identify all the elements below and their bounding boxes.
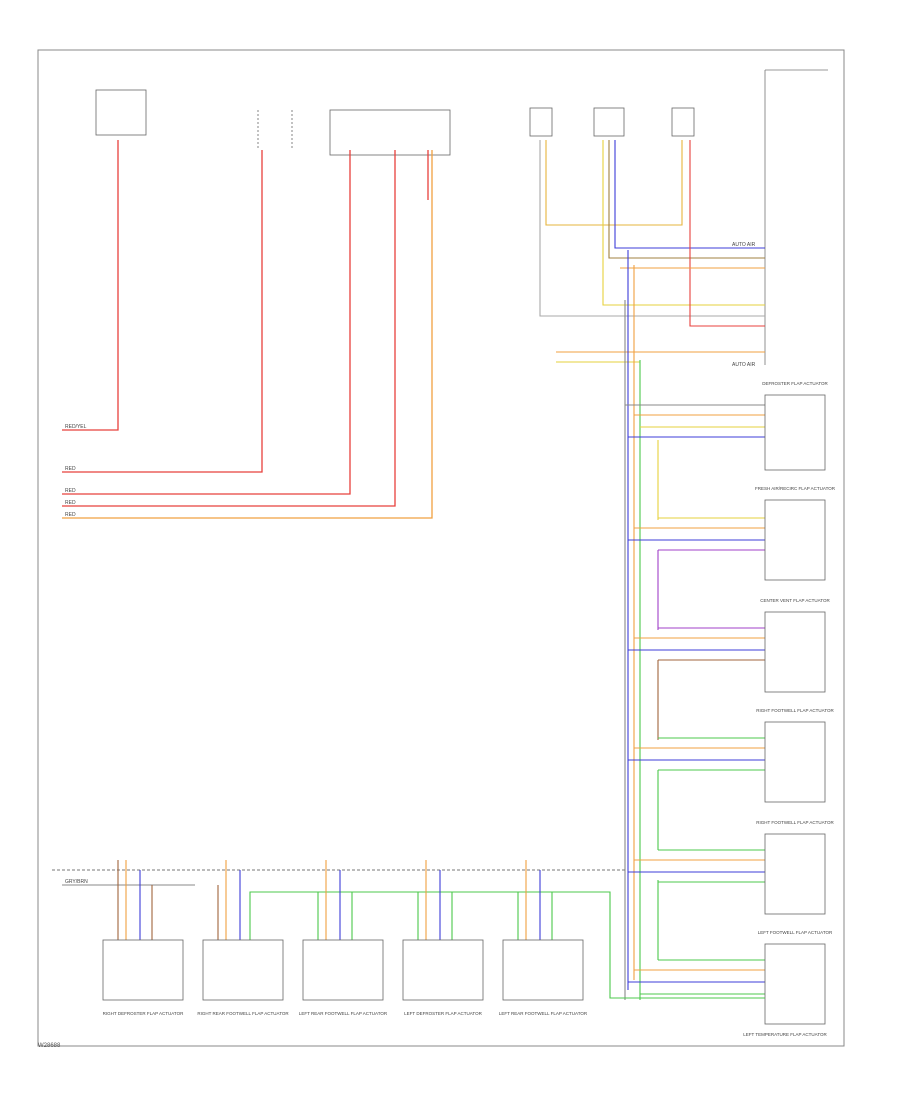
right-actuator-6	[764, 943, 826, 1025]
fuse-box-1	[95, 89, 147, 136]
right-bottom-caption: LEFT TEMPERATURE FLAP ACTUATOR	[743, 1032, 827, 1037]
bottom-actuator-1	[102, 939, 184, 1001]
b2-w4	[249, 891, 765, 999]
actuator-feed-wires	[625, 404, 765, 995]
right-actuator-boxes	[764, 394, 826, 1025]
left-wire-label-4: RED	[65, 500, 76, 506]
trunk-wires	[624, 250, 659, 1000]
page-code: W28688	[38, 1043, 61, 1049]
right-actuator-1	[764, 394, 826, 471]
wire-sensor-f	[689, 140, 765, 327]
right-actuator-5	[764, 833, 826, 915]
right-actuator-caption-4: RIGHT FOOTWELL FLAP ACTUATOR	[756, 708, 834, 713]
bottom-actuator-2	[202, 939, 284, 1001]
wire-red-1	[62, 150, 263, 473]
wire-sensor-a	[539, 140, 765, 317]
right-actuator-2	[764, 499, 826, 581]
right-actuator-caption-1: DEFROSTER FLAP ACTUATOR	[762, 381, 828, 386]
wire-sensor-d	[608, 140, 765, 259]
sensor-box-3	[671, 107, 695, 137]
wire-orange	[62, 150, 433, 519]
bottom-actuator-caption-3: LEFT REAR FOOTWELL FLAP ACTUATOR	[299, 1011, 388, 1016]
power-wires	[62, 140, 433, 519]
right-actuator-caption-5: RIGHT FOOTWELL FLAP ACTUATOR	[756, 820, 834, 825]
bottom-actuator-caption-2: RIGHT REAR FOOTWELL FLAP ACTUATOR	[197, 1011, 289, 1016]
bottom-actuator-boxes	[102, 939, 584, 1001]
left-wire-label-5: RED	[65, 512, 76, 518]
wire-red-2	[62, 150, 351, 495]
right-actuator-caption-2: FRESH AIR/RECIRC FLAP ACTUATOR	[755, 486, 836, 491]
fuse-box-group	[95, 89, 451, 156]
right-actuator-caption-6: LEFT FOOTWELL FLAP ACTUATOR	[758, 930, 833, 935]
fuse-box-2	[329, 109, 451, 156]
left-wire-label-1: RED/YEL	[65, 424, 87, 430]
right-actuator-3	[764, 611, 826, 693]
bottom-actuator-wires	[117, 860, 765, 999]
wire-sensor-b	[545, 140, 683, 226]
wire-red-yel	[62, 140, 119, 431]
right-actuator-caption-3: CENTER VENT FLAP ACTUATOR	[760, 598, 830, 603]
bottom-actuator-caption-4: LEFT DEFROSTER FLAP ACTUATOR	[404, 1011, 482, 1016]
left-wire-label-3: RED	[65, 488, 76, 494]
sensor-box-group	[529, 107, 695, 137]
wire-sensor-c	[602, 140, 765, 306]
diagram-frame	[37, 49, 845, 1047]
bottom-actuator-3	[302, 939, 384, 1001]
right-actuator-4	[764, 721, 826, 803]
bottom-actuator-5	[502, 939, 584, 1001]
wire-sensor-e	[614, 140, 765, 249]
left-wire-label-2: RED	[65, 466, 76, 472]
wire-red-3	[62, 150, 396, 507]
ground-bus-label: GRY/BRN	[65, 879, 88, 885]
bottom-actuator-caption-5: LEFT REAR FOOTWELL FLAP ACTUATOR	[499, 1011, 588, 1016]
bottom-actuator-caption-1: RIGHT DEFROSTER FLAP ACTUATOR	[103, 1011, 184, 1016]
sensor-box-1	[529, 107, 553, 137]
module-bottom-label: AUTO AIR	[732, 362, 756, 368]
sensor-box-2	[593, 107, 625, 137]
bottom-actuator-4	[402, 939, 484, 1001]
module-top-label: AUTO AIR	[732, 242, 756, 248]
module-strip	[764, 69, 828, 365]
sensor-wires	[539, 140, 765, 363]
